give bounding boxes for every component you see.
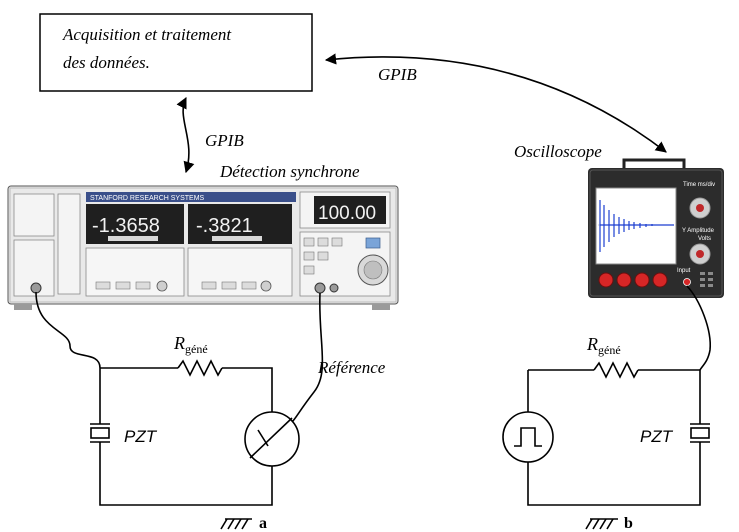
oscilloscope-input-label: Input bbox=[677, 268, 691, 274]
oscilloscope: Time ms/div Y Amplitude Volts Input bbox=[588, 158, 724, 298]
oscilloscope-screen bbox=[595, 187, 677, 265]
pzt-a-label: PZT bbox=[124, 427, 158, 446]
oscilloscope-time-label: Time ms/div bbox=[683, 182, 715, 188]
oscilloscope-input-connector[interactable] bbox=[683, 278, 691, 286]
circuit-b bbox=[502, 285, 711, 530]
resistor-a-sub: géné bbox=[185, 342, 208, 356]
oscilloscope-amplitude-label: Y Amplitude bbox=[682, 228, 715, 234]
reference-label: Référence bbox=[317, 358, 386, 377]
lockin-amplifier: STANFORD RESEARCH SYSTEMS -1.3658 -.3821… bbox=[7, 185, 399, 310]
circuit-b-letter: b bbox=[624, 515, 633, 532]
lockin-display-3-value: 100.00 bbox=[318, 203, 376, 224]
lockin-caption: Détection synchrone bbox=[219, 162, 360, 181]
lockin-display-1-value: -1.3658 bbox=[92, 215, 160, 237]
resistor-a-main: R bbox=[173, 333, 185, 353]
gpib-label-top: GPIB bbox=[378, 65, 417, 84]
acquisition-box: Acquisition et traitement des données. bbox=[39, 13, 313, 92]
circuit-a-letter: a bbox=[259, 515, 267, 532]
resistor-b-label: Rgéné bbox=[586, 334, 621, 357]
resistor-b-main: R bbox=[586, 334, 598, 354]
gpib-label-side: GPIB bbox=[205, 131, 244, 150]
oscilloscope-volts-label: Volts bbox=[698, 236, 711, 242]
pzt-b-label: PZT bbox=[640, 427, 674, 446]
oscilloscope-caption: Oscilloscope bbox=[514, 142, 602, 161]
lockin-reference-input-connector[interactable] bbox=[314, 282, 326, 294]
resistor-a-label: Rgéné bbox=[173, 333, 208, 356]
gpib-cable-to-oscilloscope bbox=[324, 53, 667, 153]
gpib-cable-to-lockin bbox=[176, 96, 195, 174]
acquisition-line-1: Acquisition et traitement bbox=[62, 25, 232, 44]
oscilloscope-button-3[interactable] bbox=[634, 272, 650, 288]
pzt-b bbox=[690, 427, 710, 439]
oscilloscope-button-4[interactable] bbox=[652, 272, 668, 288]
circuit-a bbox=[35, 291, 324, 530]
oscilloscope-button-1[interactable] bbox=[598, 272, 614, 288]
resistor-a bbox=[177, 359, 223, 377]
source-a bbox=[244, 411, 300, 467]
pzt-a bbox=[90, 427, 110, 439]
acquisition-line-2: des données. bbox=[63, 53, 150, 72]
resistor-b-sub: géné bbox=[598, 343, 621, 357]
lockin-display-3 bbox=[314, 196, 386, 224]
oscilloscope-button-2[interactable] bbox=[616, 272, 632, 288]
lockin-brand: STANFORD RESEARCH SYSTEMS bbox=[90, 195, 205, 202]
pulse-generator-b bbox=[502, 411, 554, 463]
lockin-display-2-value: -.3821 bbox=[196, 215, 253, 237]
lockin-signal-input-connector[interactable] bbox=[30, 282, 42, 294]
resistor-b bbox=[593, 361, 639, 379]
